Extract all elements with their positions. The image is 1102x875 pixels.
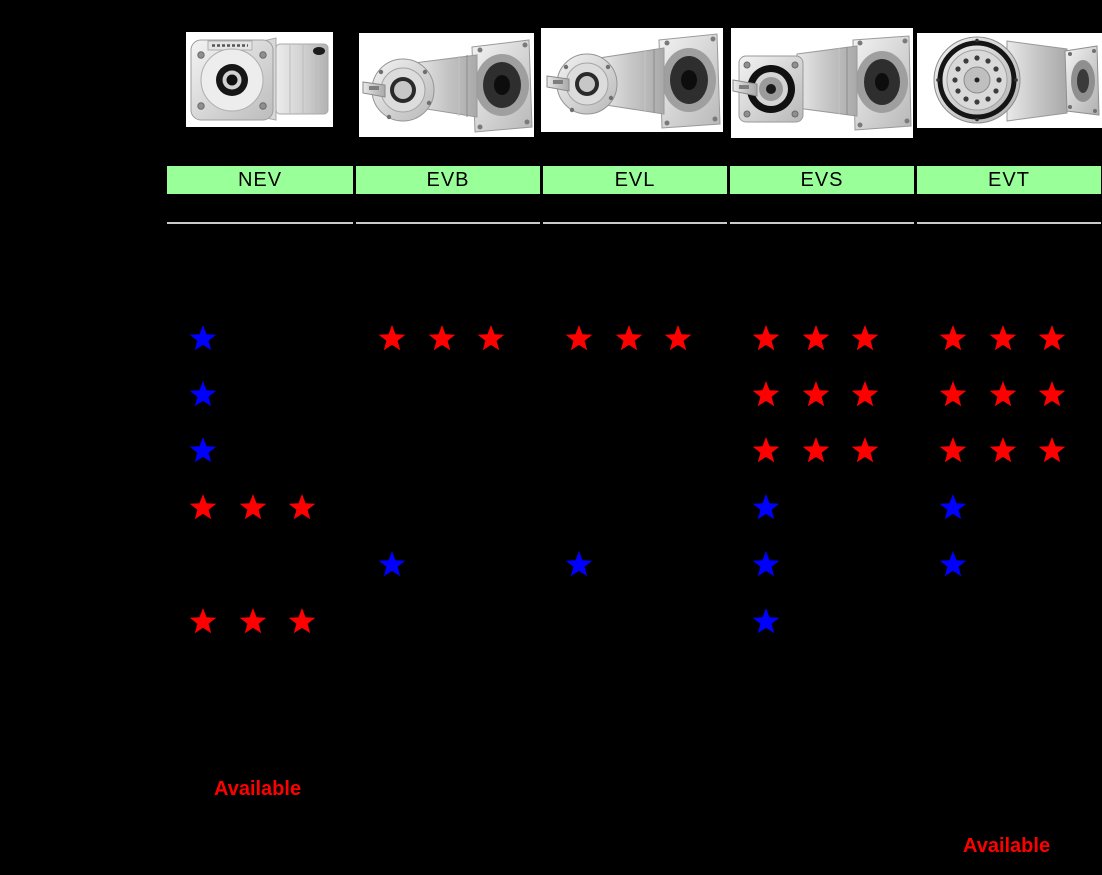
column-underline (356, 222, 540, 224)
column-underline (543, 222, 727, 224)
blue-star-icon (189, 437, 217, 465)
red-star-icon (428, 325, 456, 353)
product-photo-evb (359, 33, 534, 137)
column-header-nev: NEV (167, 166, 353, 194)
column-header-evt: EVT (917, 166, 1101, 194)
column-header-evl: EVL (543, 166, 727, 194)
red-star-icon (989, 381, 1017, 409)
product-photo-nev (186, 32, 333, 127)
product-photo-evt (917, 33, 1102, 128)
red-star-icon (752, 325, 780, 353)
evt-gearhead-illustration (917, 33, 1102, 128)
red-star-icon (989, 325, 1017, 353)
red-star-icon (989, 437, 1017, 465)
red-star-icon (664, 325, 692, 353)
blue-star-icon (939, 494, 967, 522)
blue-star-icon (752, 608, 780, 636)
red-star-icon (851, 437, 879, 465)
blue-star-icon (189, 381, 217, 409)
blue-star-icon (378, 551, 406, 579)
red-star-icon (851, 381, 879, 409)
blue-star-icon (752, 551, 780, 579)
column-header-evs: EVS (730, 166, 914, 194)
blue-star-icon (939, 551, 967, 579)
red-star-icon (1038, 437, 1066, 465)
red-star-icon (752, 437, 780, 465)
evb-gearhead-illustration (359, 33, 534, 137)
red-star-icon (1038, 381, 1066, 409)
product-photo-evl (541, 28, 723, 132)
red-star-icon (939, 437, 967, 465)
blue-star-icon (189, 325, 217, 353)
red-star-icon (477, 325, 505, 353)
red-star-icon (288, 608, 316, 636)
available-label-left: Available (214, 778, 302, 800)
evs-gearhead-illustration (731, 28, 913, 138)
red-star-icon (189, 608, 217, 636)
red-star-icon (239, 608, 267, 636)
product-photo-evs (731, 28, 913, 138)
red-star-icon (939, 381, 967, 409)
red-star-icon (802, 325, 830, 353)
red-star-icon (1038, 325, 1066, 353)
column-underline (917, 222, 1101, 224)
red-star-icon (802, 381, 830, 409)
blue-star-icon (565, 551, 593, 579)
red-star-icon (752, 381, 780, 409)
red-star-icon (565, 325, 593, 353)
red-star-icon (802, 437, 830, 465)
red-star-icon (851, 325, 879, 353)
column-underline (730, 222, 914, 224)
red-star-icon (615, 325, 643, 353)
red-star-icon (939, 325, 967, 353)
blue-star-icon (752, 494, 780, 522)
red-star-icon (239, 494, 267, 522)
column-underline (167, 222, 353, 224)
red-star-icon (378, 325, 406, 353)
nev-gearhead-illustration (186, 32, 333, 127)
available-label-right: Available (963, 835, 1051, 857)
column-header-evb: EVB (356, 166, 540, 194)
red-star-icon (288, 494, 316, 522)
red-star-icon (189, 494, 217, 522)
evl-gearhead-illustration (541, 28, 723, 132)
